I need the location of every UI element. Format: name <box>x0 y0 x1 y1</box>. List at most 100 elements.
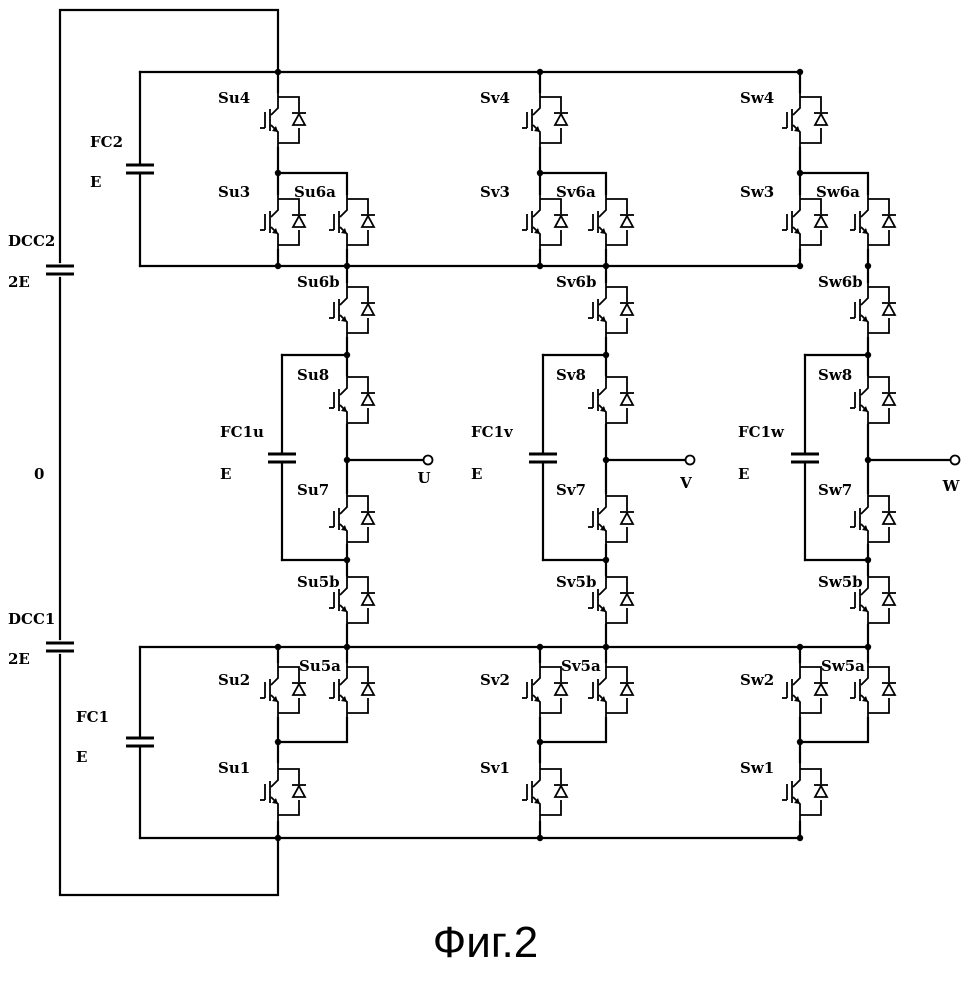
switch-label-su1: Su1 <box>218 759 250 777</box>
switch-label-su7: Su7 <box>297 481 329 499</box>
junction-dot <box>865 557 871 563</box>
junction-dot <box>865 263 871 269</box>
switch-label-sw5b: Sw5b <box>818 573 863 591</box>
fc1u-label: FC1u <box>220 423 264 441</box>
capacitor-fc1 <box>126 738 154 746</box>
switch-label-su5b: Su5b <box>297 573 340 591</box>
capacitor-fc2 <box>126 165 154 173</box>
igbt-switch-sw1 <box>782 762 828 822</box>
switch-label-sw4: Sw4 <box>740 89 774 107</box>
switch-label-sv6a: Sv6a <box>556 183 596 201</box>
capacitor-fc1w <box>791 454 819 462</box>
fc1v-label: FC1v <box>471 423 514 441</box>
figure-caption: Фиг.2 <box>0 918 971 968</box>
dcc2-value-label: 2E <box>8 273 30 291</box>
junction-dot <box>537 69 543 75</box>
dcc1-label: DCC1 <box>8 610 55 628</box>
igbt-switch-sw4 <box>782 92 828 148</box>
switch-label-sv8: Sv8 <box>556 366 586 384</box>
igbt-switch-su6a <box>329 194 375 250</box>
junction-dot <box>603 263 609 269</box>
junction-dot <box>865 352 871 358</box>
igbt-switch-su8 <box>329 375 375 425</box>
junction-dot <box>344 644 350 650</box>
output-label-v: V <box>679 474 692 492</box>
switch-label-su2: Su2 <box>218 671 250 689</box>
igbt-switch-sv4 <box>522 92 568 148</box>
fc1-label: FC1 <box>76 708 109 726</box>
igbt-switch-sv6a <box>588 194 634 250</box>
junction-dot <box>797 644 803 650</box>
output-terminal-v <box>686 456 695 465</box>
fc1-value-label: E <box>76 748 87 766</box>
midpoint-label: 0 <box>34 465 44 483</box>
switch-label-sv5b: Sv5b <box>556 573 596 591</box>
switch-label-sv4: Sv4 <box>480 89 510 107</box>
junction-dot <box>797 263 803 269</box>
junction-dot <box>603 644 609 650</box>
switch-label-sv1: Sv1 <box>480 759 510 777</box>
capacitor-dcc2 <box>46 266 74 274</box>
switch-label-sv3: Sv3 <box>480 183 510 201</box>
leg-u-inner-wire <box>278 718 347 742</box>
switch-label-sw5a: Sw5a <box>821 657 865 675</box>
fc1u-value-label: E <box>220 465 231 483</box>
output-label-u: U <box>417 469 430 487</box>
circuit-components <box>46 92 896 822</box>
igbt-switch-sw3 <box>782 194 828 250</box>
switch-label-su5a: Su5a <box>299 657 341 675</box>
leg-v-inner-wire <box>540 718 606 742</box>
junction-dot <box>537 835 543 841</box>
junction-dot <box>603 557 609 563</box>
junction-dot <box>603 352 609 358</box>
fc2-label: FC2 <box>90 133 123 151</box>
junction-dot <box>797 739 803 745</box>
junction-dot <box>603 457 609 463</box>
junction-dot <box>797 69 803 75</box>
junction-dot <box>344 457 350 463</box>
switch-label-sv6b: Sv6b <box>556 273 596 291</box>
junction-dot <box>797 170 803 176</box>
switch-label-sv2: Sv2 <box>480 671 510 689</box>
junction-dot <box>275 263 281 269</box>
circuit-labels: DCC22EDCC12E0FC2EFC1EFC1uEUSu4Su3Su6aSu6… <box>8 89 961 777</box>
fc2-value-label: E <box>90 173 101 191</box>
leg-w-inner-wire <box>800 718 868 742</box>
switch-label-su8: Su8 <box>297 366 329 384</box>
junction-dot <box>275 739 281 745</box>
switch-label-sw8: Sw8 <box>818 366 852 384</box>
junction-dot <box>537 644 543 650</box>
junction-dot <box>537 170 543 176</box>
junction-dot <box>797 835 803 841</box>
fc1v-value-label: E <box>471 465 482 483</box>
igbt-switch-su1 <box>260 762 306 822</box>
junction-dot <box>344 263 350 269</box>
output-label-w: W <box>942 477 961 495</box>
igbt-switch-sw6a <box>850 194 896 250</box>
fc1w-label: FC1w <box>738 423 785 441</box>
igbt-switch-su7 <box>329 493 375 545</box>
switch-label-sw1: Sw1 <box>740 759 774 777</box>
switch-label-sv7: Sv7 <box>556 481 586 499</box>
switch-label-sw3: Sw3 <box>740 183 774 201</box>
junction-dot <box>275 835 281 841</box>
igbt-switch-su4 <box>260 92 306 148</box>
igbt-switch-sv7 <box>588 493 634 545</box>
switch-label-su6a: Su6a <box>294 183 336 201</box>
junction-dot <box>275 170 281 176</box>
switch-label-su6b: Su6b <box>297 273 340 291</box>
switch-label-sw6a: Sw6a <box>816 183 860 201</box>
fc1w-value-label: E <box>738 465 749 483</box>
capacitor-fc1v <box>529 454 557 462</box>
output-terminal-u <box>424 456 433 465</box>
igbt-switch-sw7 <box>850 493 896 545</box>
junction-dot <box>275 69 281 75</box>
switch-label-sv5a: Sv5a <box>561 657 601 675</box>
switch-label-sw6b: Sw6b <box>818 273 863 291</box>
capacitor-dcc1 <box>46 643 74 651</box>
output-terminal-w <box>951 456 960 465</box>
capacitor-fc1u <box>268 454 296 462</box>
igbt-switch-sw8 <box>850 375 896 425</box>
junction-dot <box>537 263 543 269</box>
